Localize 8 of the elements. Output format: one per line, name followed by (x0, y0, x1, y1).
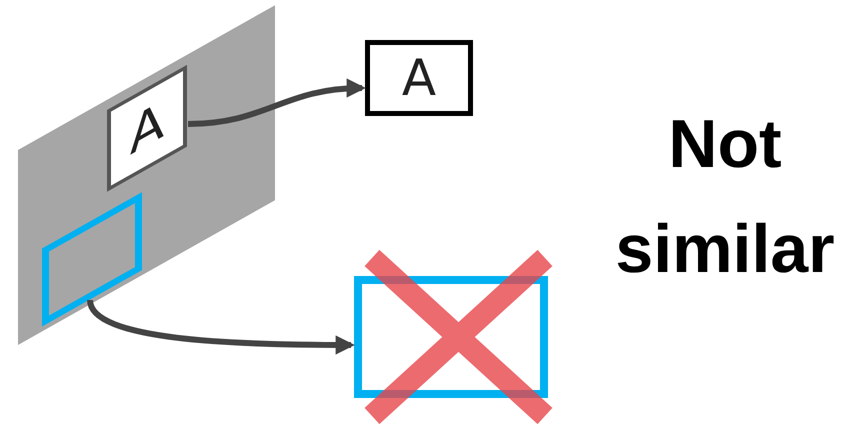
region-box (42, 192, 142, 326)
letter-text: A (402, 53, 436, 103)
curved-arrow (87, 299, 355, 355)
letter-box (365, 40, 473, 116)
region-box (354, 276, 548, 398)
caption-text: Not similar (614, 105, 836, 289)
letter-text: A (130, 94, 164, 163)
curved-arrow (188, 79, 366, 127)
